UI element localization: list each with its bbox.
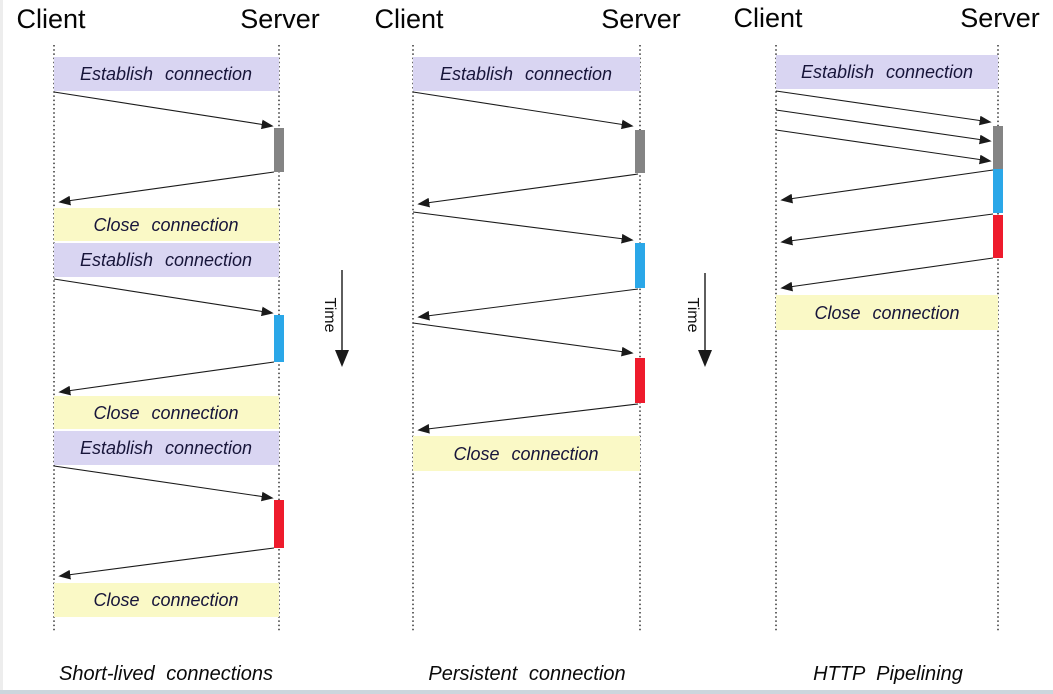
close-connection-label: Close connection	[814, 303, 959, 323]
client-label: Client	[16, 4, 86, 34]
response-arrow	[417, 173, 639, 208]
column-caption: HTTP Pipelining	[813, 663, 963, 685]
response-arrow	[58, 361, 275, 396]
response-arrow	[58, 171, 275, 206]
response-arrow	[58, 547, 275, 580]
column-short-lived: Client Server Establish connection Close…	[16, 4, 319, 685]
establish-connection-box	[776, 55, 998, 89]
column-pipelining: Client Server Establish connection Close…	[733, 3, 1039, 685]
response-arrow	[780, 213, 994, 246]
page-border-bottom	[0, 690, 1053, 694]
page-border-left	[0, 0, 3, 694]
establish-connection-box	[413, 57, 640, 91]
client-label: Client	[374, 4, 444, 34]
column-caption: Persistent connection	[428, 663, 625, 685]
close-connection-box	[54, 208, 279, 241]
request-arrow	[53, 465, 274, 502]
close-connection-box	[776, 295, 998, 330]
close-connection-label: Close connection	[93, 403, 238, 423]
server-label: Server	[601, 4, 681, 34]
server-processing-bar-red	[993, 215, 1003, 258]
request-arrow	[775, 109, 992, 145]
request-arrow	[412, 91, 634, 130]
establish-connection-label: Establish connection	[80, 64, 252, 84]
server-label: Server	[960, 3, 1040, 33]
column-persistent: Client Server Establish connection Close…	[374, 4, 680, 685]
time-arrow: Time	[321, 270, 349, 367]
time-label: Time	[321, 298, 338, 333]
time-arrowhead-icon	[698, 350, 712, 367]
establish-connection-label: Establish connection	[80, 250, 252, 270]
server-processing-bar-blue	[635, 243, 645, 288]
establish-connection-label: Establish connection	[80, 438, 252, 458]
server-processing-bar-blue	[274, 315, 284, 362]
response-arrow	[417, 403, 639, 434]
establish-connection-box	[54, 431, 279, 465]
server-processing-bar-blue	[993, 169, 1003, 213]
establish-connection-label: Establish connection	[440, 64, 612, 84]
client-label: Client	[733, 3, 803, 33]
request-arrow	[412, 322, 634, 357]
server-processing-bar-gray	[993, 126, 1003, 169]
request-arrow	[53, 278, 274, 317]
server-label: Server	[240, 4, 320, 34]
establish-connection-box	[54, 243, 279, 277]
request-arrow	[775, 90, 992, 126]
request-arrow	[775, 129, 992, 165]
request-arrow	[412, 211, 634, 244]
response-arrow	[417, 288, 639, 321]
close-connection-box	[54, 583, 279, 617]
establish-connection-box	[54, 57, 279, 91]
close-connection-label: Close connection	[93, 590, 238, 610]
close-connection-label: Close connection	[453, 444, 598, 464]
time-arrow: Time	[684, 273, 712, 367]
column-caption: Short-lived connections	[59, 663, 273, 685]
time-label: Time	[684, 298, 701, 333]
close-connection-box	[413, 436, 640, 471]
server-processing-bar-red	[635, 358, 645, 403]
close-connection-box	[54, 396, 279, 429]
server-processing-bar-gray	[635, 130, 645, 173]
response-arrow	[780, 257, 994, 292]
request-arrow	[53, 91, 274, 130]
server-processing-bar-gray	[274, 128, 284, 172]
server-processing-bar-red	[274, 500, 284, 548]
close-connection-label: Close connection	[93, 215, 238, 235]
establish-connection-label: Establish connection	[801, 62, 973, 82]
time-arrowhead-icon	[335, 350, 349, 367]
response-arrow	[780, 169, 994, 204]
